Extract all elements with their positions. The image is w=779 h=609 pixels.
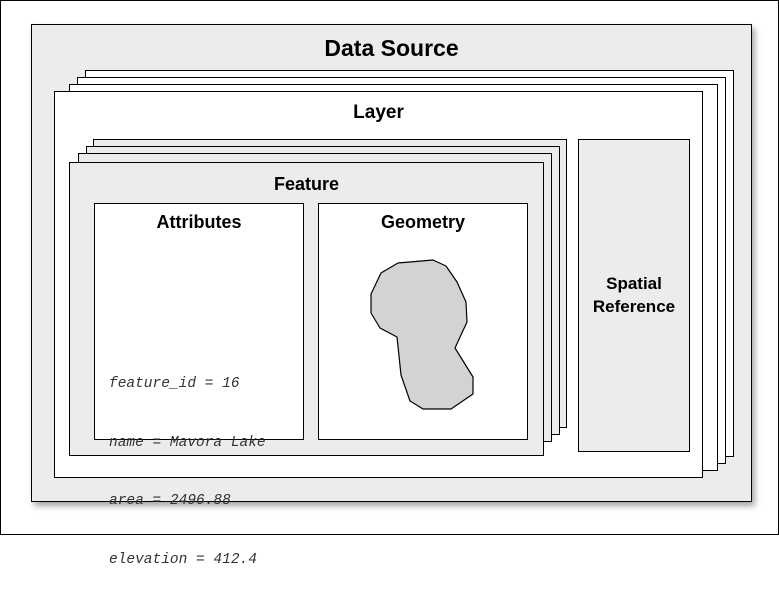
- lake-polygon-icon: [370, 259, 474, 410]
- geometry-title: Geometry: [380, 212, 466, 232]
- lake-polygon: [370, 259, 474, 410]
- spatial-reference-box: Spatial Reference: [578, 139, 690, 452]
- attribute-item: area = 2496.88: [109, 493, 231, 509]
- attributes-box: Attributes feature_id = 16 name = Mavora…: [94, 203, 304, 568]
- data-source-title: Data Source: [324, 35, 459, 61]
- attribute-list: feature_id = 16 name = Mavora Lake area …: [109, 336, 266, 609]
- feature-box: Feature Attributes feature_id = 16 name …: [69, 162, 544, 568]
- spatial-reference-title: Spatial Reference: [579, 272, 689, 318]
- geometry-box: Geometry: [318, 203, 528, 440]
- attributes-title: Attributes: [156, 212, 242, 232]
- spatial-reference-line: Reference: [592, 297, 676, 316]
- spatial-reference-line: Spatial: [606, 274, 662, 293]
- attribute-item: name = Mavora Lake: [109, 434, 266, 451]
- layer-title: Layer: [353, 102, 404, 123]
- attribute-item: elevation = 412.4: [109, 551, 257, 568]
- feature-title: Feature: [273, 174, 340, 194]
- diagram-frame: Data Source Layer Feature Attributes fea…: [0, 0, 779, 568]
- attribute-item: feature_id = 16: [109, 376, 240, 392]
